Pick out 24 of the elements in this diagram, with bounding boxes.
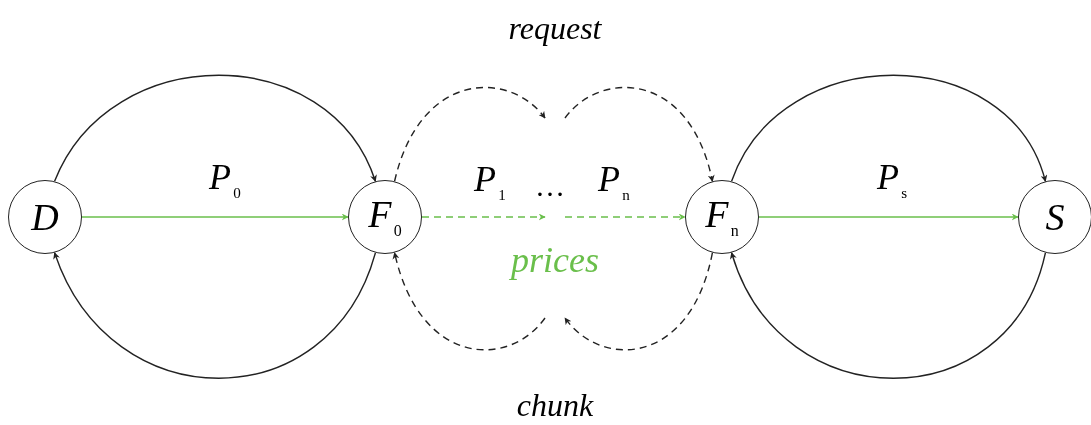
text-label: chunk — [516, 389, 594, 421]
arrow — [421, 213, 546, 221]
edge-label: P$_{s}$ — [876, 158, 908, 202]
node-label: F$_{0}$ — [368, 194, 402, 240]
arrow — [53, 252, 377, 379]
arrow — [392, 252, 546, 351]
node-label: S — [1045, 198, 1065, 236]
arrow — [730, 74, 1047, 182]
arrow — [564, 252, 714, 351]
arrow — [730, 252, 1047, 379]
edge-label: P$_{1}$ — [474, 160, 506, 204]
text-label: request — [508, 12, 602, 44]
arrow — [564, 86, 715, 182]
edge-label: P$_{n}$ — [598, 160, 630, 204]
text-label: prices — [511, 242, 599, 278]
node-label: D — [31, 198, 59, 236]
arrow — [758, 213, 1019, 221]
arrow — [53, 74, 377, 182]
arrow — [393, 86, 546, 182]
edge-label: P$_{0}$ — [209, 158, 241, 202]
arrow — [81, 213, 349, 221]
node-label: F$_{n}$ — [705, 194, 739, 240]
text-label: … — [535, 171, 565, 201]
arrow — [564, 213, 686, 221]
